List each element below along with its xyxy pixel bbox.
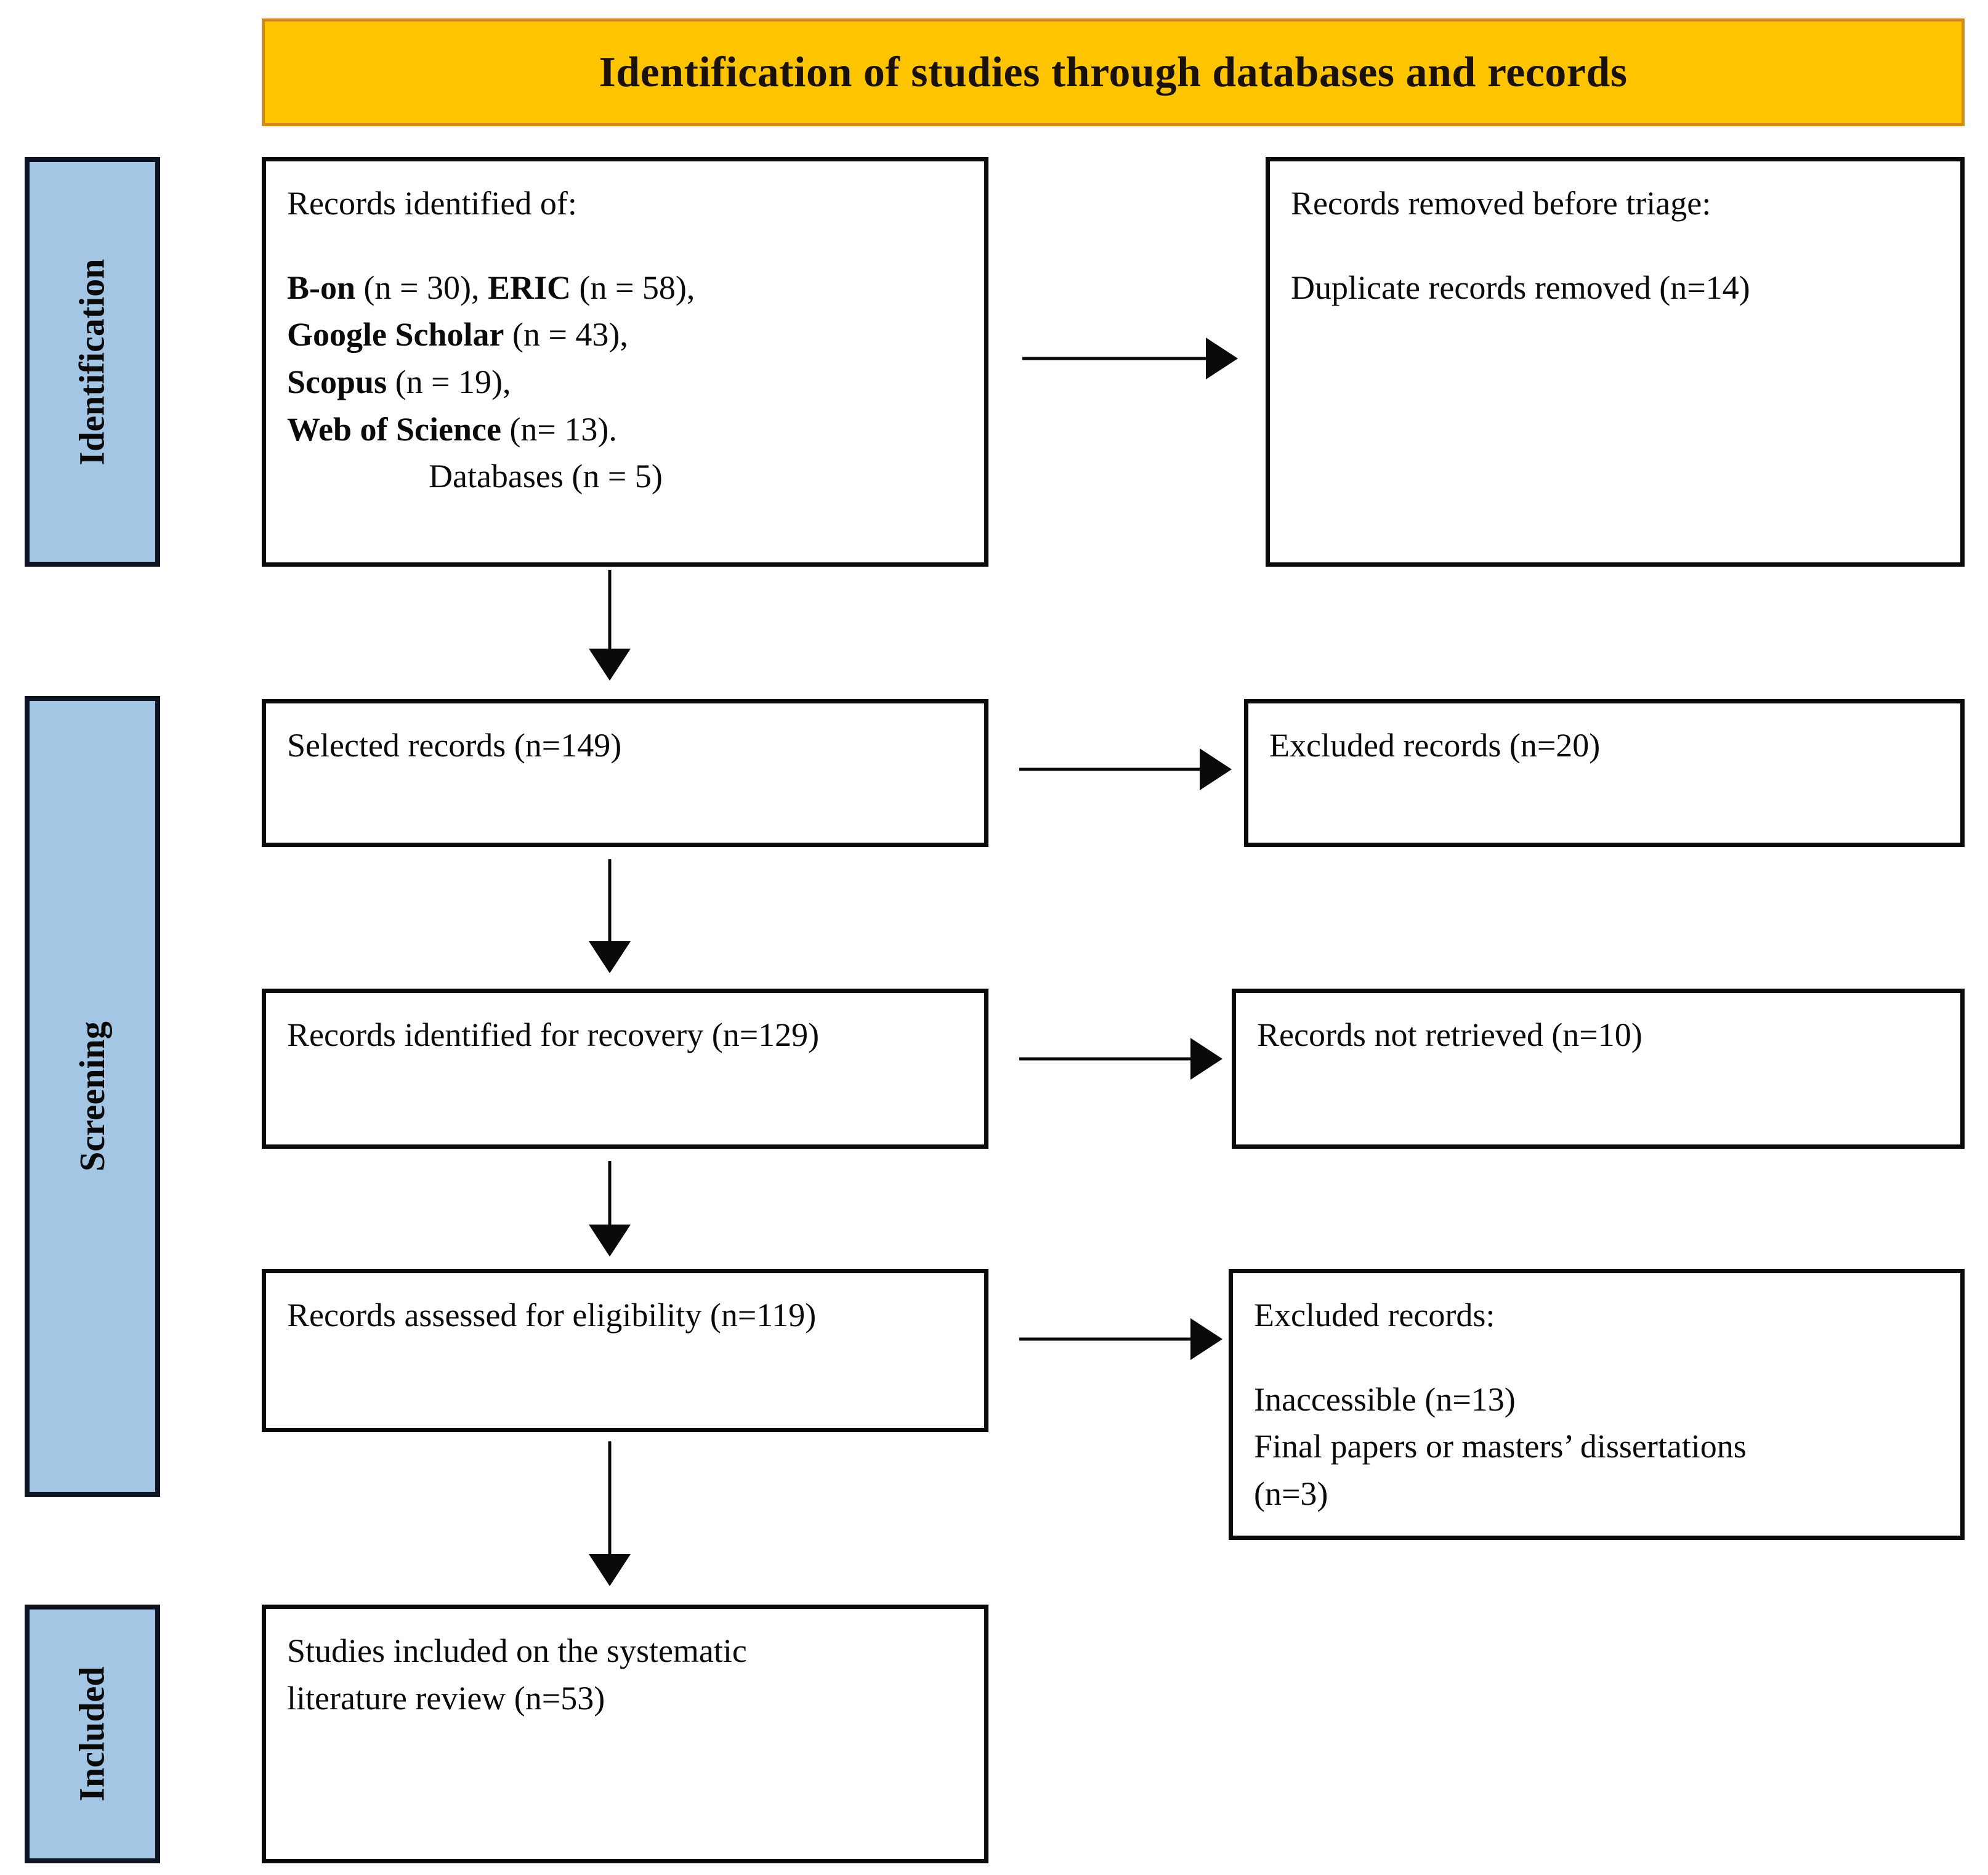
stage-sidebar-screening: Screening	[25, 696, 160, 1497]
records-eligibility-text: Records assessed for eligibility (n=119)	[287, 1297, 817, 1334]
source-name-bon: B-on	[287, 269, 356, 306]
duplicate-records-removed: Duplicate records removed (n=14)	[1291, 269, 1750, 306]
records-identified-heading: Records identified of:	[287, 185, 577, 222]
source-line-bon-eric: B-on (n = 30), ERIC (n = 58),	[287, 264, 963, 312]
source-count-scopus: (n = 19),	[387, 363, 511, 401]
box-selected-records: Selected records (n=149)	[262, 699, 988, 847]
box-records-for-recovery: Records identified for recovery (n=129)	[262, 989, 988, 1149]
source-line-web-of-science: Web of Science (n= 13).	[287, 406, 963, 453]
stage-sidebar-included: Included	[25, 1605, 160, 1863]
arrow-right-eligibility-to-excluded-detail	[1019, 1318, 1222, 1360]
excluded-detail-final-papers: Final papers or masters’ dissertations (…	[1254, 1428, 1747, 1513]
source-name-google-scholar: Google Scholar	[287, 316, 504, 354]
excluded-detail-inaccessible: Inaccessible (n=13)	[1254, 1380, 1516, 1418]
excluded-detail-heading: Excluded records:	[1254, 1297, 1495, 1334]
stage-sidebar-identification: Identification	[25, 157, 160, 567]
box-excluded-records-detail: Excluded records: Inaccessible (n=13) Fi…	[1229, 1269, 1965, 1540]
source-count-google-scholar: (n = 43),	[504, 316, 628, 354]
arrow-head-icon	[1190, 1318, 1222, 1360]
records-not-retrieved-text: Records not retrieved (n=10)	[1257, 1016, 1643, 1053]
box-records-not-retrieved: Records not retrieved (n=10)	[1232, 989, 1965, 1149]
databases-count: Databases (n = 5)	[429, 458, 663, 495]
arrow-shaft	[608, 859, 612, 942]
source-count-eric: (n = 58),	[571, 269, 695, 306]
source-name-scopus: Scopus	[287, 363, 387, 401]
arrow-head-icon	[589, 1225, 631, 1257]
arrow-shaft	[1019, 1057, 1192, 1061]
arrow-down-identified-to-selected	[589, 570, 631, 681]
arrow-head-icon	[1206, 338, 1238, 379]
box-records-identified: Records identified of: B-on (n = 30), ER…	[262, 157, 988, 567]
page-title: Identification of studies through databa…	[599, 48, 1628, 96]
arrow-head-icon	[1200, 748, 1232, 790]
arrow-head-icon	[589, 1554, 631, 1586]
box-studies-included: Studies included on the systematic liter…	[262, 1605, 988, 1863]
arrow-down-recovery-to-eligibility	[589, 1161, 631, 1257]
box-records-removed: Records removed before triage: Duplicate…	[1266, 157, 1965, 567]
arrow-right-identified-to-removed	[1022, 338, 1238, 379]
arrow-down-eligibility-to-included	[589, 1441, 631, 1586]
arrow-right-recovery-to-not-retrieved	[1019, 1038, 1222, 1080]
header-banner: Identification of studies through databa…	[262, 18, 1965, 126]
studies-included-text: Studies included on the systematic liter…	[287, 1632, 747, 1717]
stage-label-identification: Identification	[72, 258, 112, 466]
source-count-web-of-science: (n= 13).	[501, 410, 617, 448]
arrow-head-icon	[589, 941, 631, 973]
source-count-bon: (n = 30),	[355, 269, 488, 306]
stage-label-screening: Screening	[72, 1021, 112, 1172]
arrow-head-icon	[1190, 1038, 1222, 1080]
arrow-shaft	[1019, 1337, 1192, 1341]
box-excluded-records: Excluded records (n=20)	[1244, 699, 1965, 847]
arrow-shaft	[608, 570, 612, 650]
arrow-shaft	[608, 1161, 612, 1226]
arrow-shaft	[1019, 767, 1201, 771]
arrow-shaft	[1022, 357, 1207, 360]
source-name-eric: ERIC	[487, 269, 571, 306]
arrow-down-selected-to-recovery	[589, 859, 631, 973]
excluded-records-text: Excluded records (n=20)	[1269, 727, 1601, 764]
source-line-scopus: Scopus (n = 19),	[287, 358, 963, 406]
records-removed-heading: Records removed before triage:	[1291, 185, 1711, 222]
source-name-web-of-science: Web of Science	[287, 410, 501, 448]
box-records-assessed-eligibility: Records assessed for eligibility (n=119)	[262, 1269, 988, 1432]
source-line-google-scholar: Google Scholar (n = 43),	[287, 311, 963, 358]
arrow-right-selected-to-excluded	[1019, 748, 1232, 790]
stage-label-included: Included	[72, 1666, 113, 1802]
arrow-head-icon	[589, 649, 631, 681]
selected-records-text: Selected records (n=149)	[287, 727, 622, 764]
records-recovery-text: Records identified for recovery (n=129)	[287, 1016, 820, 1053]
arrow-shaft	[608, 1441, 612, 1555]
